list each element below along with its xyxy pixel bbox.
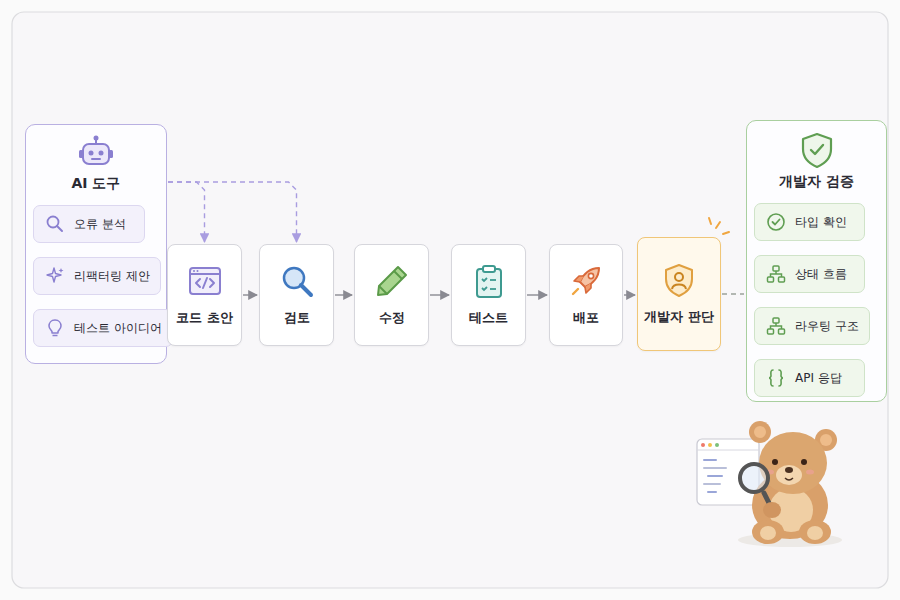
step-label: 테스트 <box>469 309 508 327</box>
process-box: 수정 <box>354 244 429 346</box>
verify-item: 라우팅 구조 <box>754 307 870 345</box>
sparkle-lines <box>709 218 729 234</box>
tool-item: 리팩터링 제안 <box>33 257 161 295</box>
item-icon <box>766 264 786 284</box>
step-icon <box>568 263 604 299</box>
step-icon <box>279 263 315 299</box>
panel-icon <box>747 131 886 173</box>
item-icon <box>45 266 65 286</box>
verify-item: 타입 확인 <box>754 203 865 241</box>
item-label: 테스트 아이디어 <box>74 320 162 337</box>
step-icon <box>374 263 410 299</box>
item-icon <box>766 212 786 232</box>
process-box: 테스트 <box>451 244 526 346</box>
dashed-arrow <box>168 182 297 242</box>
item-label: API 응답 <box>795 370 842 387</box>
process-box: 검토 <box>259 244 334 346</box>
item-icon <box>766 316 786 336</box>
item-icon <box>45 214 65 234</box>
item-icon <box>45 318 65 338</box>
panel-title: AI 도구 <box>26 175 166 193</box>
flow-arrow <box>430 294 449 295</box>
decision-box: 개발자 판단 <box>637 237 721 351</box>
step-icon <box>661 262 697 298</box>
flow-arrow <box>624 294 635 295</box>
panel-title: 개발자 검증 <box>747 173 886 191</box>
flow-arrow <box>335 294 352 295</box>
dashed-link <box>722 293 744 294</box>
dashed-arrow <box>168 182 205 242</box>
step-icon <box>471 263 507 299</box>
step-label: 배포 <box>573 309 599 327</box>
item-label: 상태 흐름 <box>795 266 847 283</box>
step-label: 개발자 판단 <box>644 308 714 326</box>
flow-arrow <box>527 294 547 295</box>
bear-illustration <box>697 421 842 547</box>
process-box: 코드 초안 <box>167 244 242 346</box>
verify-item: 상태 흐름 <box>754 255 865 293</box>
tool-item: 테스트 아이디어 <box>33 309 173 347</box>
tool-panel: AI 도구오류 분석리팩터링 제안테스트 아이디어 <box>25 124 167 364</box>
item-label: 타입 확인 <box>795 214 847 231</box>
item-icon <box>766 368 786 388</box>
item-label: 리팩터링 제안 <box>74 268 150 285</box>
panel-icon <box>26 135 166 175</box>
item-label: 오류 분석 <box>74 216 126 233</box>
outer-frame <box>12 12 888 588</box>
step-label: 검토 <box>284 309 310 327</box>
item-label: 라우팅 구조 <box>795 318 859 335</box>
step-icon <box>187 263 223 299</box>
tool-item: 오류 분석 <box>33 205 145 243</box>
process-box: 배포 <box>549 244 623 346</box>
step-label: 코드 초안 <box>176 309 233 327</box>
step-label: 수정 <box>379 309 405 327</box>
verify-item: API 응답 <box>754 359 865 397</box>
verify-panel: 개발자 검증타입 확인상태 흐름라우팅 구조 API 응답 <box>746 120 887 402</box>
flow-arrow <box>243 294 257 295</box>
